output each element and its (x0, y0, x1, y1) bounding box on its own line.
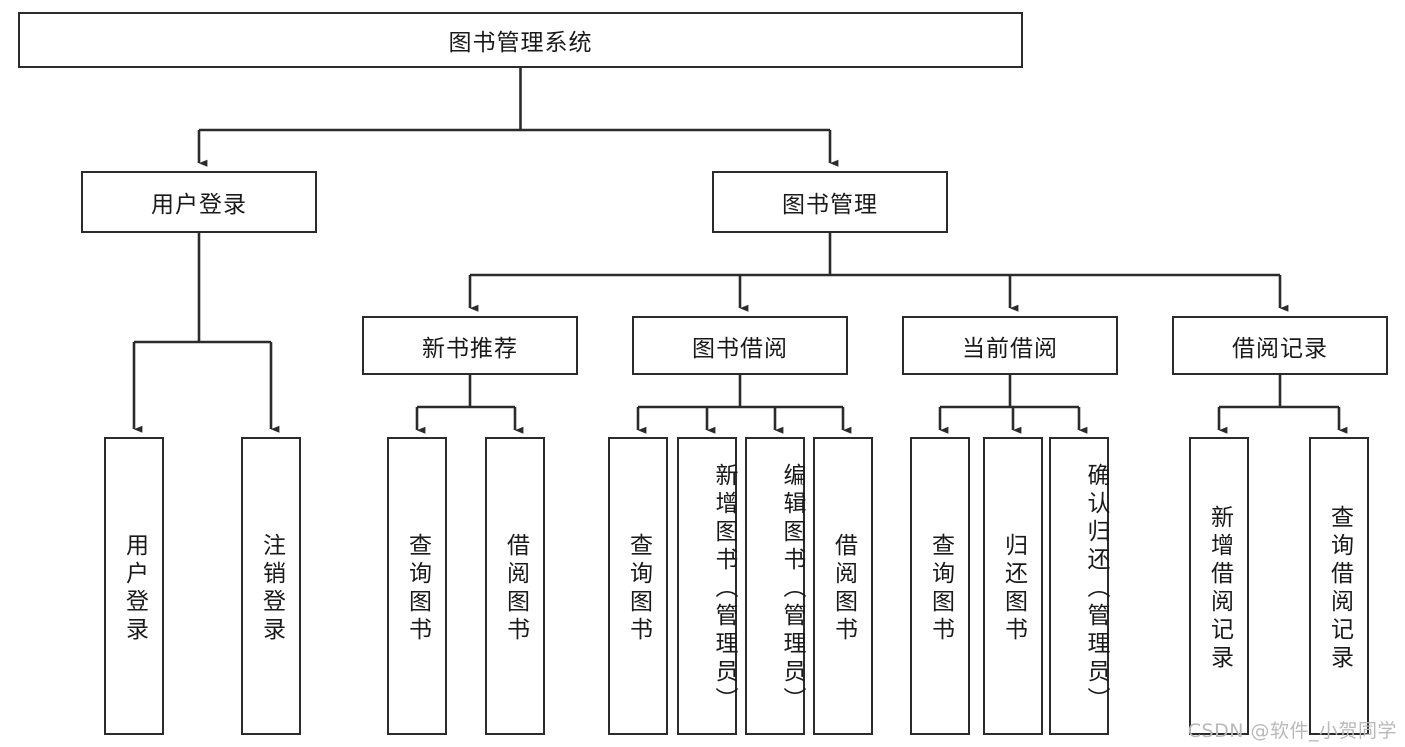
edges-root (197, 68, 839, 167)
edges-new-book-rec (415, 375, 524, 434)
node-label: 借阅记录 (1232, 335, 1328, 362)
leaf-add-book-admin[interactable]: 新增图书（管理员） (677, 437, 737, 735)
node-label: 新书推荐 (422, 335, 518, 362)
node-user-login[interactable]: 用户登录 (81, 171, 317, 233)
leaf-borrow-book-rec[interactable]: 借阅图书 (485, 437, 545, 735)
node-label: 用户登录 (121, 533, 148, 645)
edges-borrow-records (1217, 375, 1348, 434)
leaf-query-book-rec[interactable]: 查询图书 (387, 437, 447, 735)
leaf-borrow-book[interactable]: 借阅图书 (813, 437, 873, 735)
leaf-return-book[interactable]: 归还图书 (983, 437, 1043, 735)
node-label: 借阅图书 (830, 533, 857, 645)
node-label: 查询图书 (625, 533, 652, 645)
node-label: 用户登录 (151, 192, 247, 218)
leaf-query-borrow-record[interactable]: 查询借阅记录 (1309, 437, 1369, 735)
leaf-user-login[interactable]: 用户登录 (104, 437, 164, 735)
node-label: 图书管理系统 (448, 30, 593, 56)
node-label: 图书管理 (782, 192, 878, 218)
node-label: 注销登录 (258, 533, 285, 645)
edges-book-borrow (636, 375, 852, 434)
node-label: 归还图书 (1000, 533, 1027, 645)
node-label: 图书借阅 (692, 335, 788, 362)
leaf-logout[interactable]: 注销登录 (241, 437, 301, 735)
node-borrow-records[interactable]: 借阅记录 (1172, 316, 1388, 375)
leaf-add-borrow-record[interactable]: 新增借阅记录 (1189, 437, 1249, 735)
node-new-book-recommend[interactable]: 新书推荐 (362, 316, 578, 375)
leaf-query-book-borrow[interactable]: 查询图书 (608, 437, 668, 735)
leaf-edit-book-admin[interactable]: 编辑图书（管理员） (745, 437, 805, 735)
node-book-management[interactable]: 图书管理 (712, 171, 948, 233)
node-label: 新增图书（管理员） (711, 463, 737, 715)
node-label: 查询借阅记录 (1326, 505, 1353, 673)
node-current-borrow[interactable]: 当前借阅 (902, 316, 1118, 375)
node-label: 借阅图书 (502, 533, 529, 645)
edges-current-borrow (938, 375, 1088, 434)
node-label: 当前借阅 (962, 335, 1058, 362)
node-label: 查询图书 (927, 533, 954, 645)
leaf-confirm-return-admin[interactable]: 确认归还（管理员） (1049, 437, 1109, 735)
node-book-borrow[interactable]: 图书借阅 (632, 316, 848, 375)
node-label: 查询图书 (404, 533, 431, 645)
leaf-query-book-current[interactable]: 查询图书 (910, 437, 970, 735)
node-label: 确认归还（管理员） (1083, 463, 1109, 715)
node-label: 编辑图书（管理员） (779, 463, 805, 715)
node-label: 新增借阅记录 (1206, 505, 1233, 673)
edges-book-mgmt (468, 233, 1289, 312)
node-root-system[interactable]: 图书管理系统 (18, 12, 1023, 68)
edges-user-login (132, 233, 280, 433)
